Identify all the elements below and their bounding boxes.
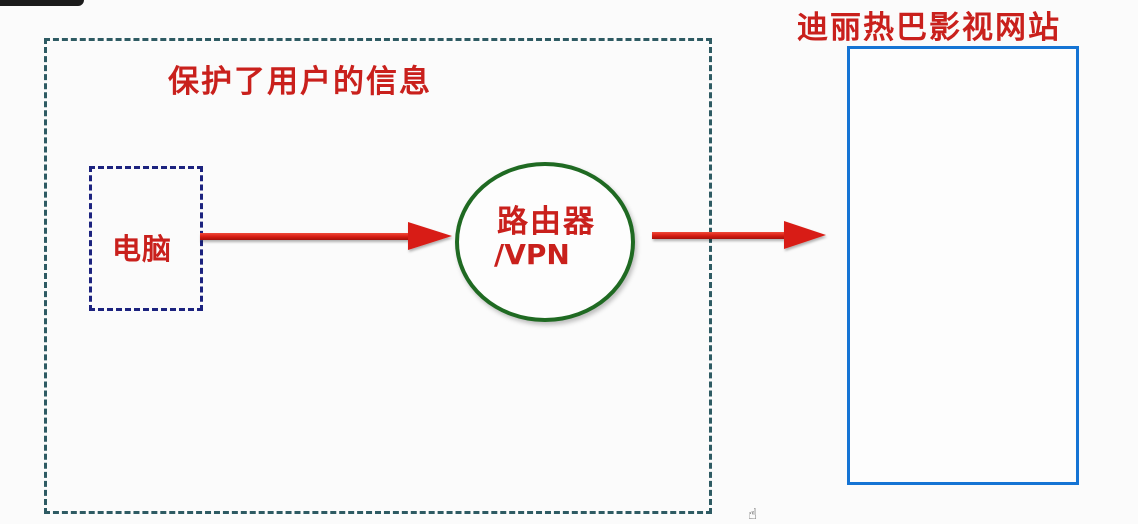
- arrow-pc-to-router: [200, 222, 452, 250]
- arrow-head: [408, 222, 452, 250]
- website-box: [847, 46, 1079, 485]
- website-title: 迪丽热巴影视网站: [797, 10, 1061, 46]
- arrow-shaft: [200, 233, 412, 240]
- arrow-shaft: [652, 232, 788, 239]
- zone-title: 保护了用户的信息: [168, 64, 432, 100]
- computer-label: 电脑: [112, 232, 173, 266]
- router-circle: [455, 162, 635, 322]
- window-tab: [0, 0, 84, 6]
- protected-zone: [44, 38, 712, 514]
- vpn-label: /VPN: [494, 238, 570, 271]
- router-label: 路由器: [497, 204, 596, 240]
- arrow-router-to-site: [652, 221, 826, 249]
- hand-pointer-icon: ☝: [748, 505, 758, 523]
- arrow-head: [784, 221, 826, 249]
